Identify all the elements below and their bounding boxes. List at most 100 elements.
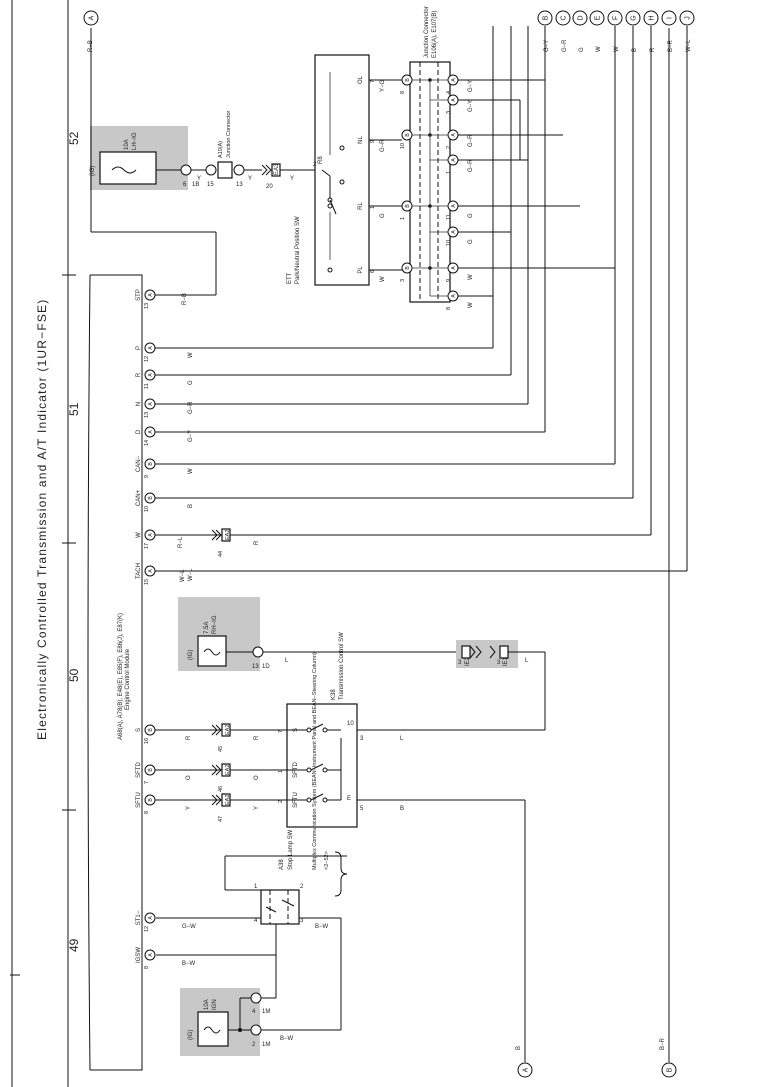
connector-I-bubble (661, 10, 677, 26)
jc-conn: A (451, 266, 457, 270)
jc-pin-number: 8 (446, 307, 452, 310)
wire-label: G−Y (544, 40, 550, 52)
pin-label: 13 (252, 664, 259, 670)
fuse-ign (197, 1011, 229, 1047)
connector-letter: F (613, 16, 620, 20)
wire-label: G (579, 47, 585, 52)
ie2-connector (461, 645, 471, 659)
connector-H-bubble (643, 10, 659, 26)
ecm-pin-number: 13 (144, 303, 150, 309)
jc-conn: A (451, 158, 457, 162)
ecm-pin-conn: A (148, 293, 154, 297)
pin-13 (233, 164, 245, 176)
connector-A-bubble (83, 10, 99, 26)
jc-conn: A (451, 98, 457, 102)
ecm-pin-number: 15 (144, 579, 150, 585)
pin-label: 2 (252, 1042, 256, 1048)
pns-pin: 7 (370, 80, 376, 83)
pns-name: Park/Neutral Position SW (295, 216, 301, 284)
jc-pin-number: 3 (400, 279, 406, 282)
ecm-pin-number: 14 (144, 440, 150, 446)
chevron-icon (211, 794, 222, 806)
fuse-symbol-icon (111, 166, 137, 174)
ea2-label: EA2 (225, 725, 231, 735)
switch-contact (321, 169, 331, 177)
ecm-terminal-name: ST1− (136, 910, 142, 925)
chevron-icon (211, 764, 222, 776)
connector-letter: B (543, 15, 550, 20)
a38-note: Multiplex Communication System (BEAN−Ins… (312, 652, 318, 870)
ecm-edge (87, 274, 91, 1071)
k38-pin: 1 (278, 770, 284, 773)
ecm-pin-st1− (144, 912, 156, 924)
pns-terminal-name: PL (358, 266, 364, 274)
ecm-pin-number: 7 (144, 781, 150, 784)
switch-node (322, 797, 328, 803)
wire-label: Y (290, 176, 294, 182)
ecm-body (90, 274, 143, 1071)
wire-label: W (380, 276, 386, 282)
wire-label: W (596, 46, 602, 52)
ecm-terminal-name: W (136, 532, 142, 538)
pns-pin: 9 (370, 140, 376, 143)
wire-label: G−R (468, 134, 474, 147)
diagram-title: Electronically Controlled Transmission a… (35, 299, 49, 740)
connector-letter: D (578, 15, 585, 20)
jc-conn: A (451, 230, 457, 234)
fuse-rh-ig-name: RH−IG (212, 615, 218, 634)
connector-letter: A (89, 15, 96, 20)
ecm-pin-conn: B (148, 798, 154, 802)
park-neutral-switch (314, 54, 370, 286)
ecm-pin-conn: B (148, 462, 154, 466)
ecm-terminal-name: CAN− (136, 455, 142, 472)
ecm-pin-conn: A (148, 533, 154, 537)
wire-label: Y (248, 176, 252, 182)
wire-label: Y (254, 806, 260, 810)
conn-label: 1M (262, 1042, 270, 1048)
ecm-pin-number: 9 (144, 475, 150, 478)
fuse-lh-ig-rating: 10A (124, 139, 130, 150)
conn-label: 1D (262, 664, 270, 670)
pin-15 (205, 164, 217, 176)
chevron-icon (211, 529, 222, 541)
ecm-pin-conn: A (148, 430, 154, 434)
brace-icon (334, 851, 348, 897)
connector-C-bubble (555, 10, 571, 26)
ecm-terminal-name: IGSW (136, 947, 142, 963)
pin-4 (250, 992, 262, 1004)
ecm-pin-conn: A (148, 402, 154, 406)
ecm-pin-number: 13 (144, 412, 150, 418)
pns-pin: 1 (370, 206, 376, 209)
jc-pin-number: 2 (446, 146, 452, 149)
chevron-icon (469, 645, 482, 659)
jc-pin-in: 15 (207, 182, 214, 188)
ea2-connector (221, 528, 231, 542)
jc-conn: A (451, 78, 457, 82)
ecm-pin-conn: B (148, 768, 154, 772)
ea2-label: EA2 (225, 765, 231, 775)
ecm-pin-conn: B (148, 496, 154, 500)
k38-pin-3: 3 (360, 736, 364, 742)
chevron-icon (489, 645, 496, 659)
fuse-ign-name: IGN (212, 999, 218, 1010)
jc-pin-number: 1 (400, 217, 406, 220)
ea2-connector (221, 793, 231, 807)
switch-node (322, 767, 328, 773)
chevron-icon (211, 724, 222, 736)
wire-label: G (468, 213, 474, 218)
a38-pin-1: 1 (254, 884, 258, 890)
ecm-terminal-name: R (136, 372, 142, 377)
fuse-rh-ig (197, 635, 227, 667)
ecm-terminal-name: CAN+ (136, 489, 142, 506)
wire-label: G (468, 239, 474, 244)
ecm-terminals: A13STPA12PA11RA13NA14DB9CAN−B10CAN+A17WA… (136, 289, 156, 969)
wire-label: Y (197, 176, 201, 182)
ie-pin1: 3 (458, 660, 462, 666)
fuse-lh-ig (99, 151, 157, 185)
wire-label: B−R (668, 39, 674, 52)
ecm-pin-conn: A (148, 569, 154, 573)
ecm-terminal-name: SFTU (136, 792, 142, 808)
jc-conn: A (451, 294, 457, 298)
jc-name: Junction Connector (226, 110, 232, 158)
